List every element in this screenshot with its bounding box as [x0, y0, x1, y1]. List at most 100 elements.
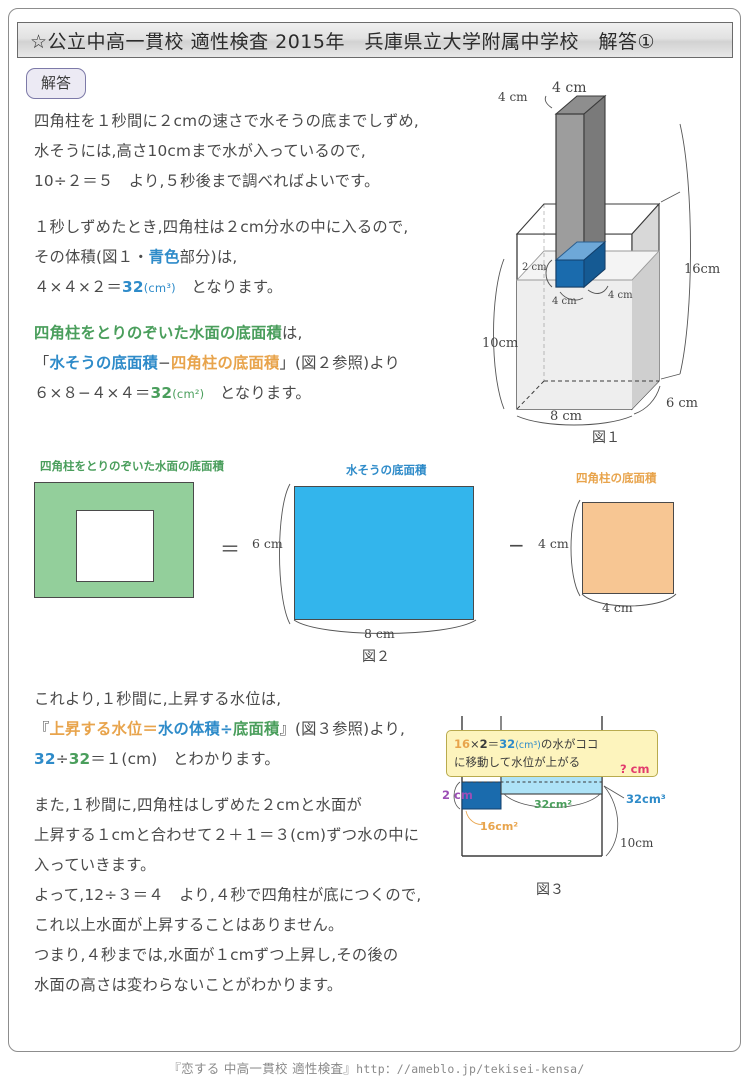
solution-paragraph-4: これより,１秒間に,上昇する水位は, 『上昇する水位＝水の体積÷底面積』(図３参…: [34, 684, 405, 774]
text-line: 入っていきます。: [34, 856, 156, 874]
highlight-blue: 水の体積: [157, 720, 220, 738]
fig3-question-label: ? cm: [620, 762, 650, 776]
callout-line2: に移動して水位が上がる: [454, 755, 581, 769]
orange-width-brace: [581, 593, 677, 607]
figure2-green-label: 四角柱をとりのぞいた水面の底面積: [40, 459, 224, 473]
text-line: これより,１秒間に,上昇する水位は,: [34, 690, 282, 708]
text-span: ＝１(cm) とわかります。: [90, 750, 280, 768]
text-line: これ以上水面が上昇することはありません。: [34, 916, 344, 934]
green-inner-hole: [76, 510, 154, 582]
highlight-green: 底面積: [233, 720, 280, 738]
unit-cm3: (cm³): [143, 281, 176, 295]
fig3-left-height: 2 cm: [442, 788, 473, 802]
dim-submerged-height: 2 cm: [522, 262, 547, 273]
figure3-callout: 16×2＝32(cm³)の水がココ に移動して水位が上がる: [446, 730, 658, 777]
figure-2-caption: 図２: [362, 649, 390, 665]
figure-3: 16×2＝32(cm³)の水がココ に移動して水位が上がる 2 cm 16cm²…: [442, 716, 744, 906]
text-span: ４×４×２＝: [34, 278, 123, 296]
highlight-orange: 四角柱の底面積: [171, 354, 280, 372]
text-line: また,１秒間に,四角柱はしずめた２cmと水面が: [34, 796, 362, 814]
unit-cm2: (cm²): [172, 387, 205, 401]
text-span: −: [157, 354, 172, 372]
figure-2: 四角柱をとりのぞいた水面の底面積 ＝ 水そうの底面積 6 cm 8 cm − 四…: [24, 458, 732, 673]
text-line: 四角柱をとりのぞいた水面の底面積は,: [34, 318, 400, 348]
highlight-green: 四角柱をとりのぞいた水面の底面積: [34, 324, 282, 342]
text-line: ６×８−４×４＝32(cm²) となります。: [34, 378, 400, 409]
blue-rect: [294, 486, 474, 620]
value-32-blue: 32: [34, 750, 56, 768]
dim-water-height: 10cm: [482, 336, 519, 351]
blue-width-dim: 8 cm: [364, 626, 395, 641]
orange-height-dim: 4 cm: [538, 536, 569, 551]
fig3-water-height: 10cm: [620, 836, 654, 850]
text-line: １秒しずめたとき,四角柱は２cm分水の中に入るので,: [34, 218, 409, 236]
orange-rect: [582, 502, 674, 594]
figure-3-caption: 図３: [536, 882, 564, 898]
blue-width-brace: [293, 619, 477, 634]
solution-paragraph-1: 四角柱を１秒間に２cmの速さで水そうの底までしずめ, 水そうには,高さ10cmま…: [34, 106, 419, 196]
solution-paragraph-2: １秒しずめたとき,四角柱は２cm分水の中に入るので, その体積(図１・青色部分)…: [34, 212, 408, 303]
text-line: よって,12÷３＝４ より,４秒で四角柱が底につくので,: [34, 886, 422, 904]
text-line: つまり,４秒までは,水面が１cmずつ上昇し,その後の: [34, 946, 399, 964]
callout-16: 16: [454, 737, 471, 751]
text-span: ÷: [55, 750, 69, 768]
value-32-blue: 32: [122, 278, 144, 296]
text-span: の水がココ: [540, 737, 599, 751]
text-span: 」(図２参照)より: [279, 354, 401, 372]
text-line: 10÷２＝５ より,５秒後まで調べればよいです。: [34, 172, 380, 190]
solution-paragraph-5: また,１秒間に,四角柱はしずめた２cmと水面が 上昇する１cmと合わせて２＋１＝…: [34, 790, 419, 880]
figure2-orange-label: 四角柱の底面積: [576, 471, 657, 485]
highlight-blue: 青色: [148, 248, 180, 266]
footer: 『恋する 中高一貫校 適性検査』http：//ameblo.jp/tekisei…: [0, 1058, 753, 1077]
orange-height-brace: [570, 499, 581, 597]
text-span: となります。: [175, 278, 283, 296]
dim-sub-width: 4 cm: [552, 296, 577, 307]
text-span: は,: [281, 324, 303, 342]
highlight-orange: 上昇する水位: [49, 720, 143, 738]
text-span: 「: [34, 354, 50, 372]
header-band: ☆公立中高一貫校 適性検査 2015年 兵庫県立大学附属中学校 解答①: [17, 22, 733, 58]
text-span: 『: [34, 720, 50, 738]
solution-paragraph-3: 四角柱をとりのぞいた水面の底面積は, 「水そうの底面積−四角柱の底面積」(図２参…: [34, 318, 400, 409]
answer-badge: 解答: [26, 68, 87, 99]
text-span: となります。: [204, 384, 311, 402]
callout-unit: (cm³): [515, 740, 541, 751]
text-span: その体積(図１・: [34, 248, 149, 266]
dim-tank-height: 16cm: [684, 262, 721, 277]
text-line: 『上昇する水位＝水の体積÷底面積』(図３参照)より,: [34, 714, 405, 744]
blue-height-dim: 6 cm: [252, 536, 283, 551]
text-line: ４×４×２＝32(cm³) となります。: [34, 272, 408, 303]
text-span: ＝: [487, 737, 500, 751]
text-line: 32÷32＝１(cm) とわかります。: [34, 744, 405, 774]
dim-sub-depth: 4 cm: [608, 290, 633, 301]
page-title: ☆公立中高一貫校 適性検査 2015年 兵庫県立大学附属中学校 解答①: [30, 30, 656, 53]
fig3-left-area: 16cm²: [480, 820, 519, 833]
text-line: 上昇する１cmと合わせて２＋１＝３(cm)ずつ水の中に: [34, 826, 420, 844]
dim-tank-width: 8 cm: [550, 409, 583, 424]
figure-1-caption: 図１: [592, 430, 620, 446]
footer-title: 『恋する 中高一貫校 適性検査』: [168, 1061, 357, 1076]
callout-2: 2: [479, 737, 488, 751]
text-span: ＝: [142, 720, 158, 738]
dim-prism-top-left: 4 cm: [498, 90, 528, 104]
callout-32: 32: [499, 737, 516, 751]
figure-1-svg: [493, 94, 691, 426]
minus-symbol: −: [508, 533, 525, 557]
text-line: 「水そうの底面積−四角柱の底面積」(図２参照)より: [34, 348, 400, 378]
figure-1: 4 cm 4 cm 16cm 10cm 8 cm 6 cm 2 cm 4 cm …: [482, 80, 746, 454]
fig3-right-volume: 32cm³: [626, 792, 666, 806]
figure-3-svg: [453, 716, 625, 857]
text-span: 部分)は,: [179, 248, 238, 266]
text-line: 水面の高さは変わらないことがわかります。: [34, 976, 343, 994]
figure2-blue-label: 水そうの底面積: [346, 463, 427, 477]
text-line: 四角柱を１秒間に２cmの速さで水そうの底までしずめ,: [34, 112, 419, 130]
text-span: ×: [470, 737, 480, 751]
equals-symbol: ＝: [220, 537, 240, 561]
text-span: ６×８−４×４＝: [34, 384, 151, 402]
value-32-green: 32: [68, 750, 91, 768]
fig3-mid-area: 32cm²: [534, 798, 573, 811]
solution-paragraph-6: よって,12÷３＝４ より,４秒で四角柱が底につくので, これ以上水面が上昇する…: [34, 880, 421, 1000]
highlight-blue: 水そうの底面積: [49, 354, 158, 372]
blue-height-brace: [279, 483, 291, 625]
value-32-green: 32: [150, 384, 173, 402]
